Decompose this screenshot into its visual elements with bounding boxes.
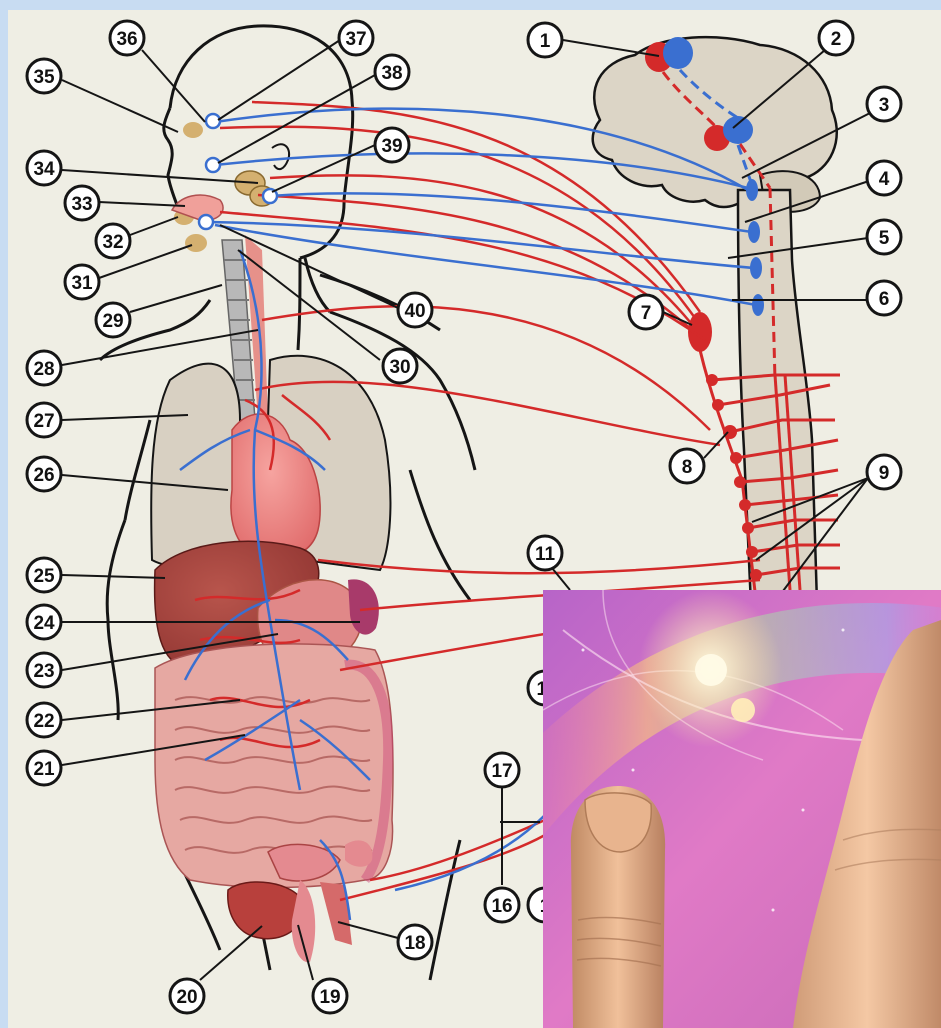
svg-text:28: 28: [33, 359, 54, 380]
callout-25: 25: [27, 558, 61, 592]
svg-text:6: 6: [879, 289, 890, 310]
svg-text:20: 20: [176, 987, 197, 1008]
svg-text:40: 40: [404, 301, 425, 322]
svg-text:29: 29: [102, 311, 123, 332]
callout-6: 6: [867, 281, 901, 315]
callout-26: 26: [27, 457, 61, 491]
callout-33: 33: [65, 186, 99, 220]
svg-text:7: 7: [641, 303, 652, 324]
callout-30: 30: [383, 349, 417, 383]
fingers-photo: [543, 590, 941, 1028]
callout-29: 29: [96, 303, 130, 337]
callout-2: 2: [819, 21, 853, 55]
callout-27: 27: [27, 403, 61, 437]
callout-5: 5: [867, 220, 901, 254]
svg-text:19: 19: [319, 987, 340, 1008]
svg-text:23: 23: [33, 661, 54, 682]
svg-text:32: 32: [102, 232, 123, 253]
callout-20: 20: [170, 979, 204, 1013]
svg-text:38: 38: [381, 63, 402, 84]
svg-text:24: 24: [33, 613, 55, 634]
callout-11: 11: [528, 536, 562, 570]
svg-text:2: 2: [831, 29, 842, 50]
callout-38: 38: [375, 55, 409, 89]
svg-text:25: 25: [33, 566, 55, 587]
callout-40: 40: [398, 293, 432, 327]
svg-text:9: 9: [879, 463, 890, 484]
callout-31: 31: [65, 265, 99, 299]
callout-22: 22: [27, 703, 61, 737]
svg-text:31: 31: [71, 273, 93, 294]
svg-text:34: 34: [33, 159, 55, 180]
svg-text:3: 3: [879, 95, 890, 116]
svg-text:21: 21: [33, 759, 55, 780]
svg-text:36: 36: [116, 29, 137, 50]
svg-text:33: 33: [71, 194, 92, 215]
svg-text:39: 39: [381, 136, 402, 157]
svg-text:4: 4: [879, 169, 890, 190]
svg-text:26: 26: [33, 465, 54, 486]
callout-4: 4: [867, 161, 901, 195]
callout-1: 1: [528, 23, 562, 57]
svg-text:27: 27: [33, 411, 54, 432]
callout-16: 16: [485, 888, 519, 922]
callout-36: 36: [110, 21, 144, 55]
callout-37: 37: [339, 21, 373, 55]
svg-text:11: 11: [535, 544, 556, 565]
callout-23: 23: [27, 653, 61, 687]
svg-text:18: 18: [404, 933, 425, 954]
callout-24: 24: [27, 605, 61, 639]
callout-32: 32: [96, 224, 130, 258]
callout-3: 3: [867, 87, 901, 121]
svg-text:35: 35: [33, 67, 55, 88]
callout-17: 17: [485, 753, 519, 787]
svg-text:30: 30: [389, 357, 410, 378]
svg-text:1: 1: [540, 31, 551, 52]
callout-19: 19: [313, 979, 347, 1013]
callout-9: 9: [867, 455, 901, 489]
callout-34: 34: [27, 151, 61, 185]
svg-text:5: 5: [879, 228, 890, 249]
callout-35: 35: [27, 59, 61, 93]
callout-7: 7: [629, 295, 663, 329]
callout-18: 18: [398, 925, 432, 959]
svg-text:22: 22: [33, 711, 54, 732]
photo-inset-fingers: [543, 590, 941, 1028]
svg-text:16: 16: [491, 896, 512, 917]
callout-21: 21: [27, 751, 61, 785]
callout-8: 8: [670, 449, 704, 483]
svg-text:8: 8: [682, 457, 693, 478]
svg-text:37: 37: [345, 29, 366, 50]
callout-39: 39: [375, 128, 409, 162]
svg-text:17: 17: [491, 761, 512, 782]
callout-28: 28: [27, 351, 61, 385]
